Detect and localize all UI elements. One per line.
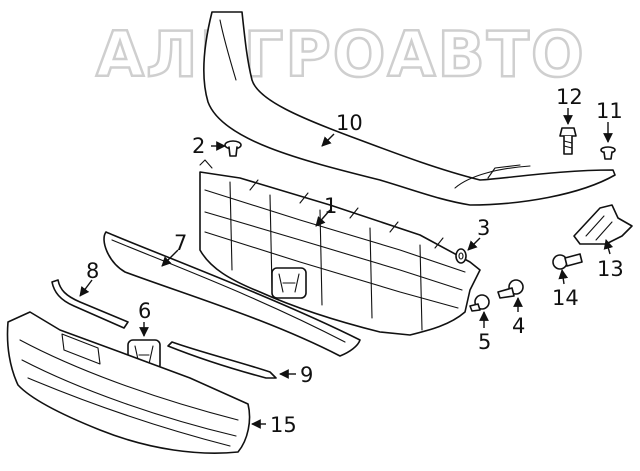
leader-lines bbox=[79, 108, 614, 429]
label-part-5: 5 bbox=[478, 330, 491, 354]
part-labels: 10 2 1 3 4 5 7 8 6 9 12 11 13 14 15 bbox=[86, 85, 624, 437]
label-part-2: 2 bbox=[192, 134, 205, 158]
part-8-left-molding bbox=[51, 279, 129, 329]
label-part-9: 9 bbox=[300, 363, 313, 387]
part-10-upper-cover bbox=[203, 11, 616, 206]
label-part-12: 12 bbox=[556, 85, 583, 109]
part-11-clip bbox=[600, 146, 616, 160]
label-part-3: 3 bbox=[477, 216, 490, 240]
part-14-bolt bbox=[552, 253, 583, 270]
part-15-lower-grille bbox=[6, 311, 251, 454]
label-part-1: 1 bbox=[324, 194, 337, 218]
label-part-8: 8 bbox=[86, 259, 99, 283]
part-2-clip bbox=[224, 140, 242, 157]
label-part-10: 10 bbox=[336, 111, 363, 135]
label-part-13: 13 bbox=[597, 257, 624, 281]
label-part-14: 14 bbox=[552, 286, 579, 310]
part-9-lower-molding bbox=[167, 341, 277, 379]
label-part-6: 6 bbox=[138, 299, 151, 323]
part-5-screw bbox=[469, 294, 490, 312]
part-13-bracket bbox=[573, 204, 633, 245]
watermark-logo: АЛЕГРОАВТО bbox=[96, 18, 586, 91]
part-4-screw bbox=[497, 279, 524, 299]
label-part-11: 11 bbox=[596, 99, 623, 123]
part-3-nut bbox=[455, 248, 467, 264]
part-1-grille-frame bbox=[199, 159, 481, 336]
part-12-bolt bbox=[559, 127, 577, 155]
label-part-15: 15 bbox=[270, 413, 297, 437]
label-part-7: 7 bbox=[174, 231, 187, 255]
label-part-4: 4 bbox=[512, 314, 525, 338]
